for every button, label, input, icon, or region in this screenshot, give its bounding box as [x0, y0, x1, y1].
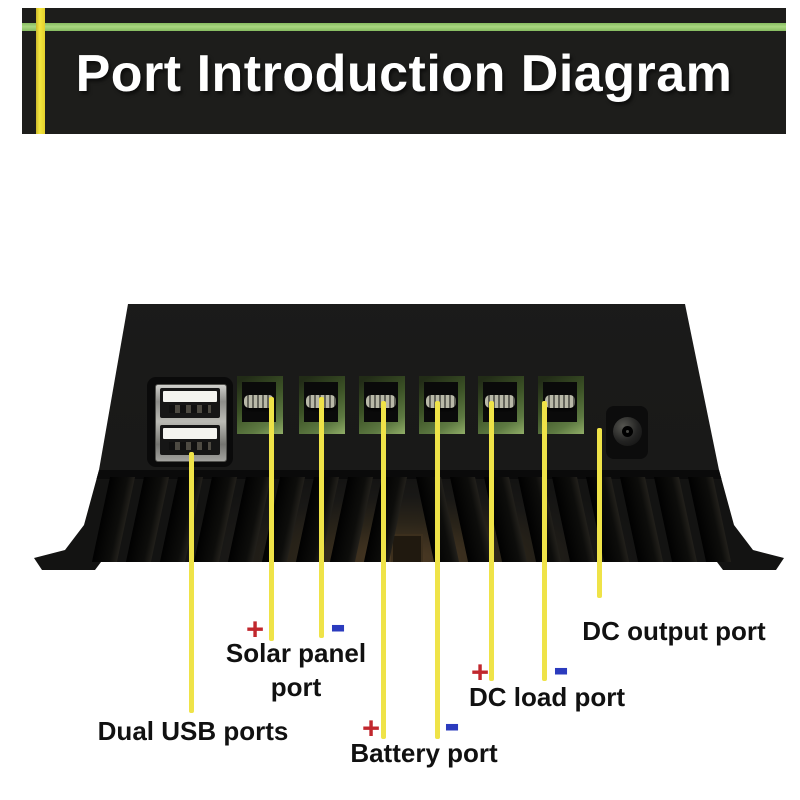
usb-tongue [163, 428, 217, 439]
dc-load-plus-sign: + [470, 654, 490, 690]
usb-tongue [163, 391, 217, 402]
usb-contact-pins [169, 442, 211, 450]
terminal-opening [483, 382, 517, 422]
usb-receptacle-bottom [160, 425, 220, 455]
leader-line-battery-minus [435, 401, 440, 739]
leader-line-dc-output [597, 428, 602, 598]
leader-line-load-minus [542, 401, 547, 681]
battery-plus-sign: + [361, 710, 381, 746]
terminal-screw [426, 395, 456, 408]
label-solar-line2: port [270, 672, 322, 702]
heatsink-top-shadow [90, 470, 730, 479]
dc-load-minus-sign: - [553, 637, 569, 699]
label-solar-line1: Solar panel [225, 638, 367, 668]
terminal-solar-plus [237, 376, 283, 434]
leader-line-solar-minus [319, 397, 324, 638]
terminal-opening [543, 382, 577, 422]
page-title: Port Introduction Diagram [75, 45, 733, 103]
dc-jack-pin [626, 430, 629, 433]
label-dc-output-port: DC output port [582, 616, 766, 646]
solar-minus-sign: - [330, 594, 346, 656]
leader-line-battery-plus [381, 401, 386, 739]
label-battery-port: Battery port [350, 738, 498, 768]
label-dual-usb-ports: Dual USB ports [97, 716, 289, 746]
banner-green-stripe [22, 23, 786, 31]
dc-jack-ring [613, 417, 642, 446]
terminal-load-plus [478, 376, 524, 434]
terminal-battery-minus [419, 376, 465, 434]
dual-usb-port [147, 377, 233, 467]
solar-plus-sign: + [245, 611, 265, 647]
usb-metal-housing [155, 384, 227, 462]
title-banner: Port Introduction Diagram [22, 8, 786, 134]
banner-yellow-stripe [36, 8, 45, 134]
dc-jack-hole [622, 426, 633, 437]
dc-output-jack [606, 406, 648, 459]
usb-receptacle-top [160, 388, 220, 418]
terminal-screw [545, 395, 575, 408]
heatsink-center-notch [391, 534, 423, 564]
leader-line-usb [189, 452, 194, 713]
battery-minus-sign: - [444, 693, 460, 755]
label-dc-load-port: DC load port [469, 682, 625, 712]
terminal-opening [424, 382, 458, 422]
terminal-screw [244, 395, 274, 408]
leader-line-solar-plus [269, 397, 274, 641]
label-solar-panel-port: Solar panel port [226, 636, 366, 704]
leader-line-load-plus [489, 401, 494, 681]
usb-contact-pins [169, 405, 211, 413]
